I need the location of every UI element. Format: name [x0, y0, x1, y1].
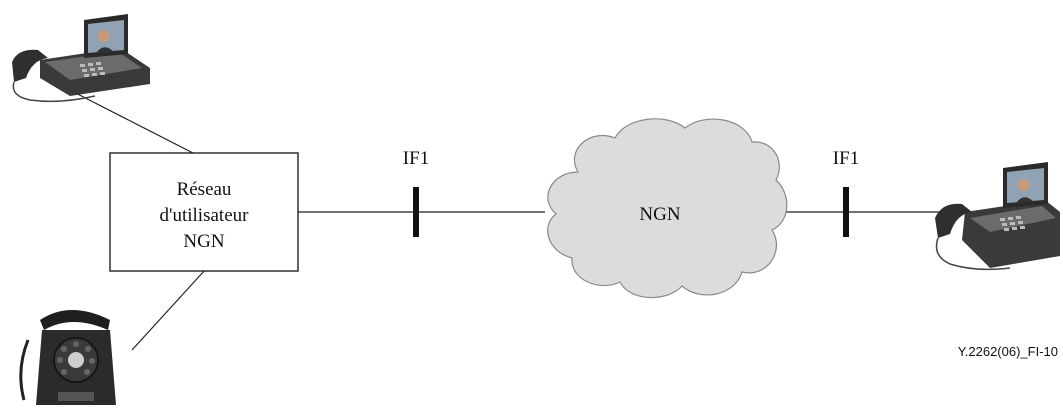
interface-left-label: IF1: [403, 148, 429, 169]
video-phone-icon: [12, 14, 150, 103]
video-phone-icon: [935, 162, 1060, 271]
link-videophone-to-user-network: [59, 84, 194, 154]
user-network-label-line1: Réseau: [177, 179, 232, 200]
figure-reference: Y.2262(06)_FI-10: [958, 344, 1058, 359]
interface-left: IF1: [403, 148, 429, 237]
user-network-label-line2: d'utilisateur: [160, 205, 250, 226]
ngn-cloud: NGN: [547, 118, 788, 299]
link-rotary-phone-to-user-network: [131, 269, 206, 351]
interface-right: IF1: [833, 148, 859, 237]
rotary-phone-icon: [19, 310, 116, 405]
ngn-cloud-label: NGN: [639, 204, 680, 225]
interface-right-label: IF1: [833, 148, 859, 169]
user-network-box: Réseau d'utilisateur NGN: [109, 152, 299, 272]
user-network-label-line3: NGN: [183, 231, 224, 252]
